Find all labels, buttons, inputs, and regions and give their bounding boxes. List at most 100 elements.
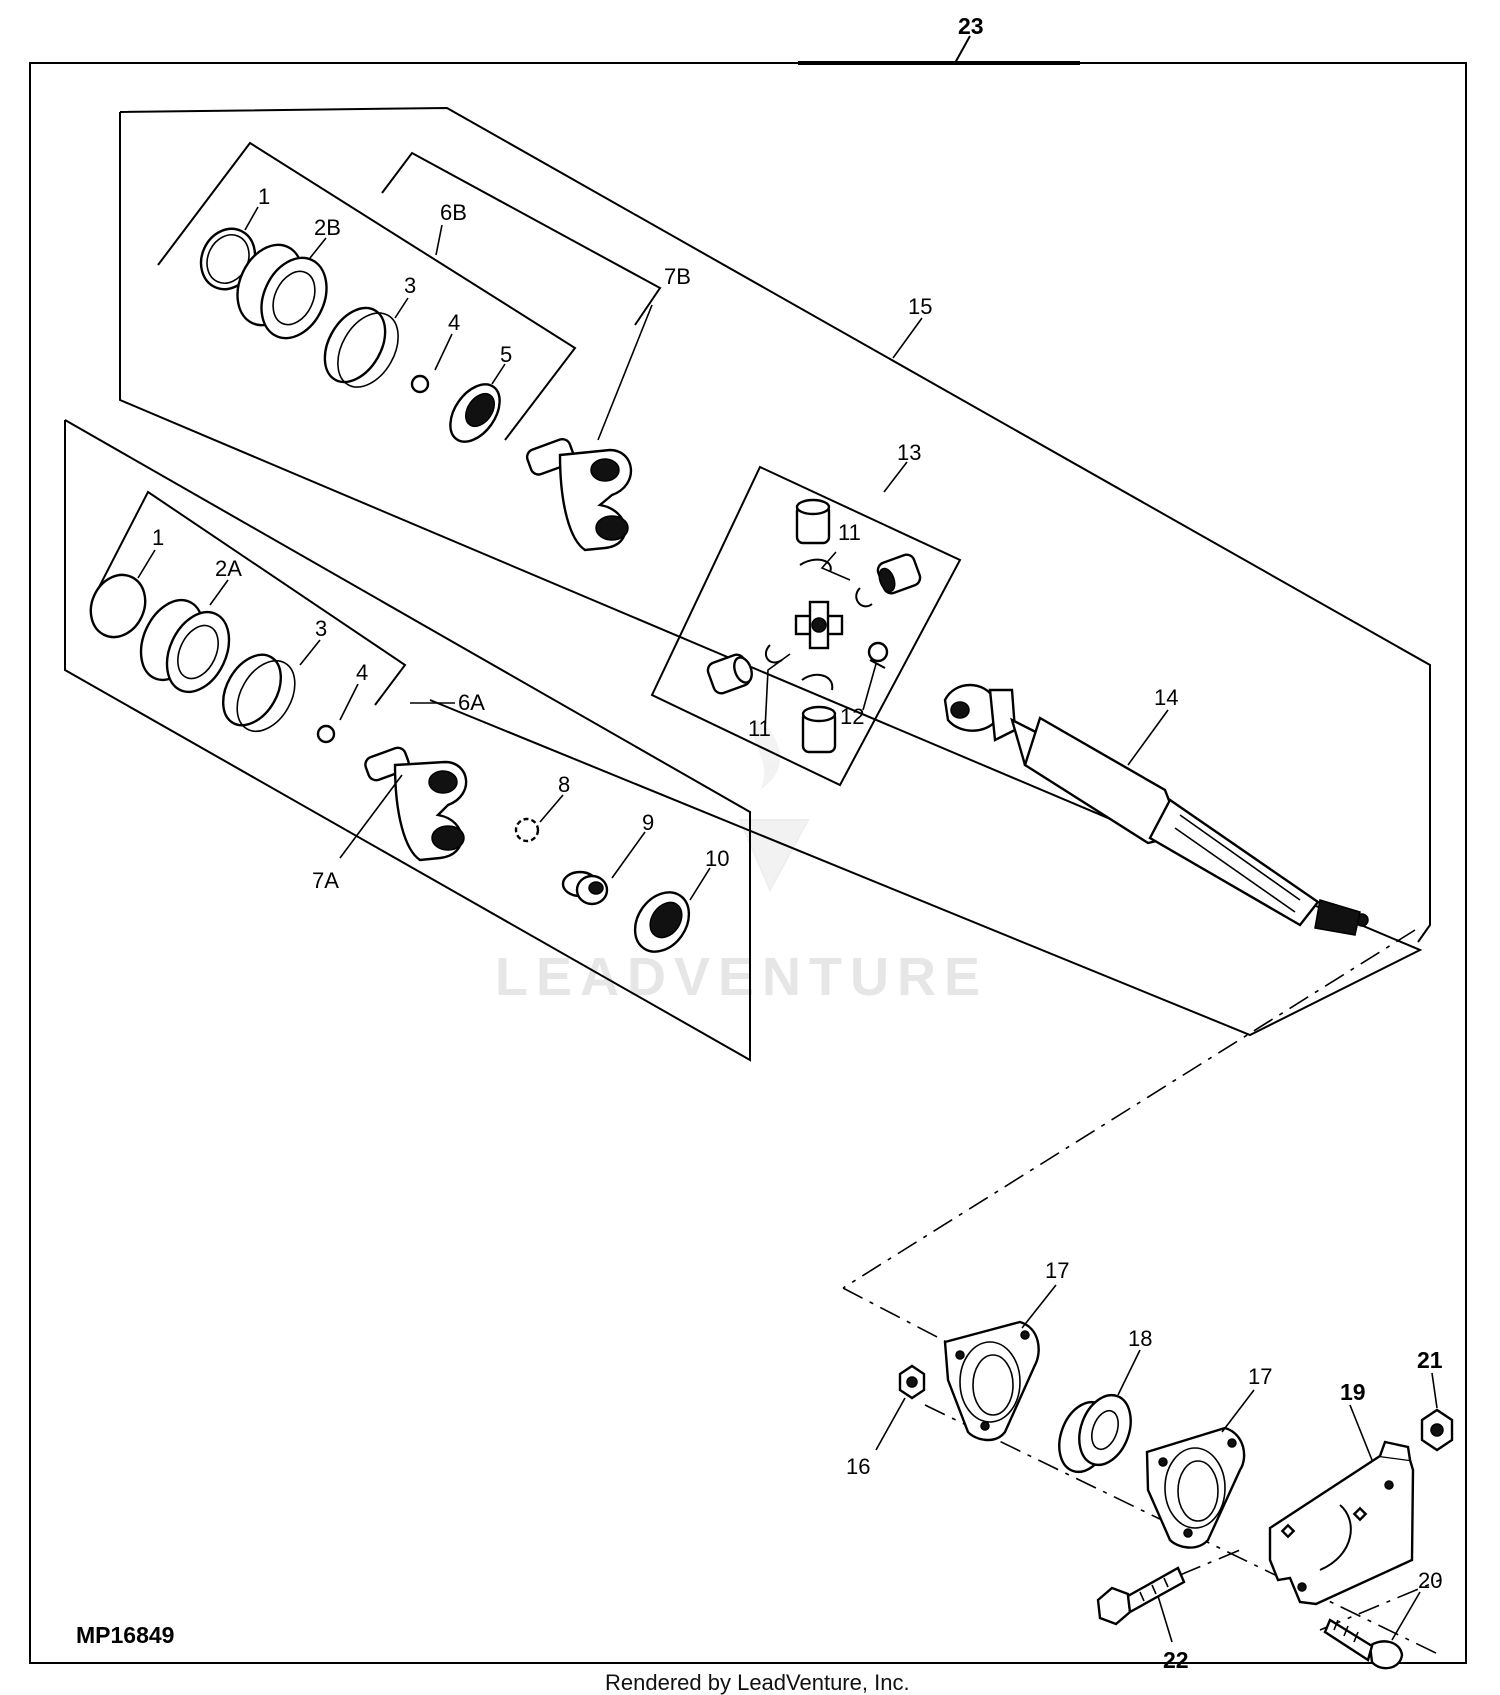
leadventure-watermark-logo bbox=[738, 720, 810, 893]
callout-18: 18 bbox=[1128, 1326, 1152, 1351]
callout-5-leader bbox=[491, 363, 506, 385]
bearing-cup-13-left bbox=[706, 653, 753, 695]
callout-4-upper: 4 bbox=[448, 310, 460, 335]
assembly-dash-line-1 bbox=[842, 929, 1416, 1289]
washer-5 bbox=[449, 383, 501, 443]
callout-14: 14 bbox=[1154, 685, 1178, 710]
washer-10 bbox=[633, 891, 691, 953]
group-lower-outline bbox=[64, 419, 751, 1062]
callout-19-leader bbox=[1349, 1404, 1373, 1461]
group-6A-bracket bbox=[94, 490, 407, 706]
bearing-cup-13-right bbox=[876, 553, 922, 595]
callout-16: 16 bbox=[846, 1454, 870, 1479]
bearing-cup-13-bottom bbox=[801, 705, 837, 754]
callout-9-leader bbox=[611, 831, 646, 879]
callout-11-leaders bbox=[764, 551, 851, 731]
callout-1-upper-leader bbox=[244, 206, 259, 231]
callout-14-leader bbox=[1127, 709, 1169, 766]
callout-2A-leader bbox=[209, 579, 229, 606]
callout-15: 15 bbox=[908, 294, 932, 319]
callout-6B-leader bbox=[435, 224, 443, 256]
yoke-7B bbox=[525, 437, 633, 552]
drive-shaft-14 bbox=[943, 683, 1369, 936]
ball-4-lower bbox=[316, 724, 336, 744]
callout-11-lower: 11 bbox=[748, 716, 771, 741]
callout-6B: 6B bbox=[440, 200, 467, 225]
callout-18-leader bbox=[1117, 1349, 1141, 1396]
mounting-bracket-19 bbox=[1268, 1440, 1415, 1606]
callout-10-leader bbox=[689, 867, 711, 901]
callout-4-lower-leader bbox=[339, 683, 359, 721]
callout-4-upper-leader bbox=[434, 333, 453, 371]
callout-3-lower-leader bbox=[299, 639, 321, 666]
callout-1-lower-leader bbox=[137, 549, 156, 579]
callout-13-leader bbox=[883, 461, 908, 493]
callout-22-leader bbox=[1157, 1595, 1173, 1643]
callout-17-right: 17 bbox=[1248, 1364, 1272, 1389]
callout-20: 20 bbox=[1418, 1568, 1442, 1593]
bearing-18 bbox=[1058, 1393, 1132, 1474]
callout-13: 13 bbox=[897, 440, 921, 465]
callout-21-leader bbox=[1431, 1372, 1438, 1409]
callout-7B: 7B bbox=[664, 264, 691, 289]
nut-21 bbox=[1420, 1408, 1454, 1452]
bearing-cup-2A bbox=[139, 598, 231, 694]
callout-1-lower: 1 bbox=[152, 525, 164, 550]
callout-3-lower: 3 bbox=[315, 616, 327, 641]
assembly-dash-line-4 bbox=[1319, 1579, 1441, 1631]
group-6B-bracket bbox=[157, 141, 577, 441]
callout-17-left: 17 bbox=[1045, 1258, 1069, 1283]
group-15-outline-left bbox=[119, 112, 1423, 1037]
nut-16 bbox=[898, 1364, 926, 1400]
callout-4-lower: 4 bbox=[356, 660, 368, 685]
bolt-22 bbox=[1096, 1566, 1186, 1626]
seal-rings-3-lower bbox=[221, 653, 296, 733]
cross-spider-13 bbox=[794, 600, 844, 650]
callout-2B-leader bbox=[309, 237, 327, 259]
callout-23: 23 bbox=[958, 13, 984, 39]
group-13-outline bbox=[650, 465, 962, 787]
callout-8: 8 bbox=[558, 772, 570, 797]
callout-2A: 2A bbox=[215, 556, 242, 581]
callout-3-upper-leader bbox=[394, 297, 409, 319]
callout-2B: 2B bbox=[314, 215, 341, 240]
assembly-dash-line-5 bbox=[1179, 1549, 1241, 1576]
callout-12-leader bbox=[862, 663, 877, 711]
diagram-id: MP16849 bbox=[76, 1622, 174, 1648]
callout-9: 9 bbox=[642, 810, 654, 835]
callout-7A-leader bbox=[339, 774, 403, 859]
callout-5: 5 bbox=[500, 342, 512, 367]
callout-1-upper: 1 bbox=[258, 184, 270, 209]
bearing-cup-2B bbox=[236, 243, 328, 340]
diagram-frame bbox=[29, 62, 1467, 1664]
callout-23-bracket bbox=[798, 35, 1080, 65]
part-9-pin bbox=[561, 870, 609, 906]
callout-16-leader bbox=[875, 1397, 906, 1451]
callout-7B-leader bbox=[597, 304, 653, 441]
callout-15-leader bbox=[892, 317, 923, 359]
callout-7A: 7A bbox=[312, 868, 339, 893]
callout-10: 10 bbox=[705, 846, 729, 871]
seal-rings-3-upper bbox=[323, 306, 399, 388]
callout-6A: 6A bbox=[458, 690, 485, 715]
callout-19: 19 bbox=[1340, 1379, 1366, 1405]
callout-21: 21 bbox=[1417, 1347, 1443, 1373]
callout-11-upper: 11 bbox=[838, 520, 861, 545]
flange-housing-17-right bbox=[1145, 1426, 1246, 1549]
flange-housing-17-left bbox=[943, 1320, 1040, 1442]
callout-22: 22 bbox=[1163, 1647, 1189, 1673]
lock-ring-8 bbox=[514, 817, 540, 843]
callout-8-leader bbox=[539, 794, 564, 823]
bolt-20 bbox=[1323, 1618, 1404, 1670]
callout-12: 12 bbox=[840, 704, 864, 729]
group-7B-bracket bbox=[381, 151, 662, 326]
callout-17-right-leader bbox=[1221, 1389, 1255, 1433]
footer-credit: Rendered by LeadVenture, Inc. bbox=[605, 1670, 910, 1695]
callout-20-leader bbox=[1391, 1591, 1421, 1641]
assembly-dash-line-3 bbox=[924, 1404, 1441, 1656]
bearing-cup-13-top bbox=[795, 498, 831, 545]
callout-17-left-leader bbox=[1021, 1284, 1057, 1329]
watermark-text: LEADVENTURE bbox=[495, 947, 988, 1007]
yoke-7A bbox=[364, 746, 468, 862]
